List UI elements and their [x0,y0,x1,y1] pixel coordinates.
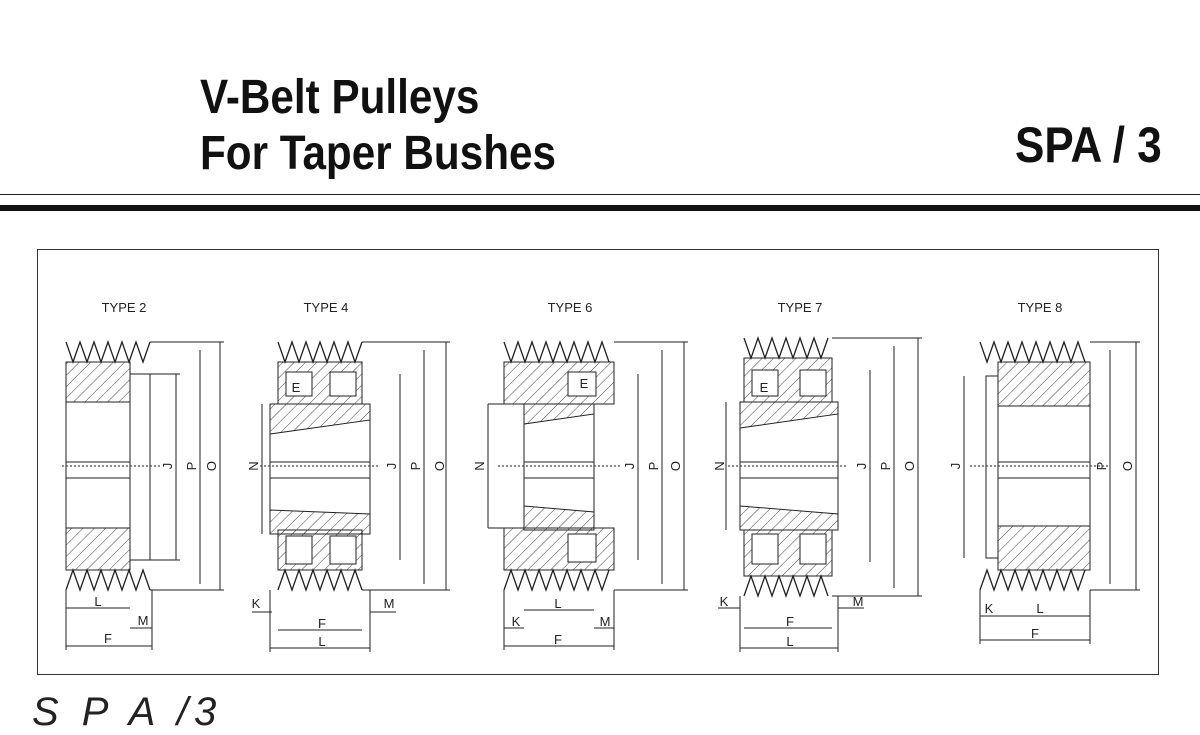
section-code: SPA / 3 [1015,117,1162,173]
type-6-label: TYPE 6 [548,300,593,315]
type-4-dim-o: O [432,461,447,471]
type-7-dim-p: P [878,462,893,471]
footer-heading: S P A /3 [32,690,223,734]
type-6-dim-e: E [580,376,589,391]
type-4-dim-l: L [318,634,325,649]
type-2-dim-j: J [160,463,175,470]
type-4-dim-k: K [252,596,261,611]
type-7-dim-j: J [854,463,869,470]
type-4-dim-f: F [318,616,326,631]
type-6-dim-j: J [622,463,637,470]
type-2-dim-o: O [204,461,219,471]
type-7-dim-n: N [712,461,727,470]
pulley-drawings: TYPE 2 J P O L M F TYPE 4 [62,300,1140,652]
type-6-dim-f: F [554,632,562,647]
type-4-dim-e: E [292,380,301,395]
type-4-dim-n: N [246,461,261,470]
type-6-dim-l: L [554,596,561,611]
type-8-dim-l: L [1036,601,1043,616]
type-6-dim-m: M [600,614,611,629]
type-4-drawing: TYPE 4 E N J P O K M F L [246,300,450,652]
drawing-frame [37,249,1159,675]
type-8-dim-j: J [948,463,963,470]
type-4-dim-p: P [408,462,423,471]
type-7-dim-l: L [786,634,793,649]
type-4-dim-j: J [384,463,399,470]
type-4-label: TYPE 4 [304,300,349,315]
type-7-dim-k: K [720,594,729,609]
type-2-dim-l: L [94,594,101,609]
type-2-label: TYPE 2 [102,300,147,315]
type-2-drawing: TYPE 2 J P O L M F [62,300,224,650]
type-4-dim-m: M [384,596,395,611]
type-8-label: TYPE 8 [1018,300,1063,315]
type-6-dim-o: O [668,461,683,471]
type-8-dim-k: K [985,601,994,616]
title-line-2: For Taper Bushes [200,127,556,180]
type-6-dim-k: K [512,614,521,629]
type-7-dim-f: F [786,614,794,629]
type-8-dim-o: O [1120,461,1135,471]
type-7-dim-o: O [902,461,917,471]
type-7-label: TYPE 7 [778,300,823,315]
type-8-drawing: TYPE 8 J P O K L F [948,300,1140,644]
header-rule-thin [0,194,1200,195]
type-8-dim-f: F [1031,626,1039,641]
type-6-dim-n: N [472,461,487,470]
header-rule-thick [0,205,1200,211]
type-2-dim-m: M [138,613,149,628]
type-2-dim-f: F [104,631,112,646]
type-7-dim-e: E [760,380,769,395]
type-8-dim-p: P [1094,462,1109,471]
type-6-dim-p: P [646,462,661,471]
type-6-drawing: TYPE 6 E N J P O L K M F [472,300,688,650]
type-7-dim-m: M [853,594,864,609]
title-line-1: V-Belt Pulleys [200,71,480,124]
type-7-drawing: TYPE 7 E N J P O K M F L [712,300,922,652]
type-2-dim-p: P [184,462,199,471]
